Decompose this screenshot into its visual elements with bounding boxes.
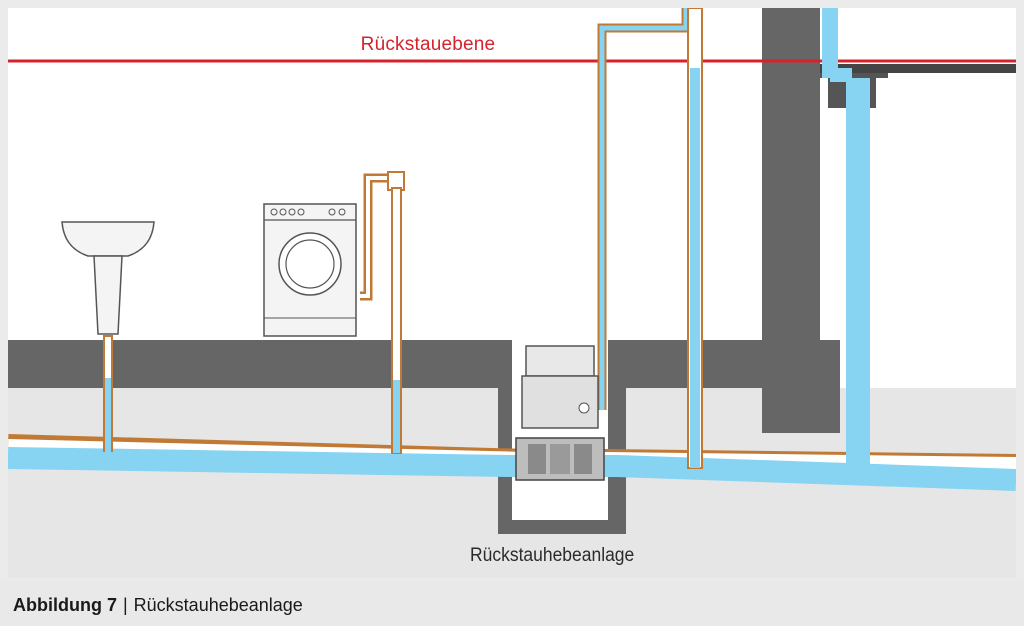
drainage-diagram: Rückstauebene Rückstauhebeanlage bbox=[8, 8, 1016, 578]
right-stack bbox=[846, 78, 870, 473]
caption-separator: | bbox=[122, 595, 128, 615]
lifting-system-label: Rückstauhebeanlage bbox=[470, 545, 635, 566]
washing-machine-icon bbox=[263, 203, 357, 337]
caption-bar: Abbildung 7|Rückstauhebeanlage bbox=[0, 580, 1024, 626]
pressure-pipe-water bbox=[599, 8, 689, 410]
figure-title: Rückstauhebeanlage bbox=[133, 595, 303, 615]
sink-icon bbox=[61, 221, 155, 335]
ceiling-slab bbox=[820, 64, 1016, 73]
downpipe-water bbox=[690, 68, 700, 468]
figure-caption: Abbildung 7|Rückstauhebeanlage bbox=[13, 595, 303, 616]
diagram-canvas bbox=[8, 8, 1016, 578]
lifting-station-icon bbox=[515, 345, 605, 481]
backflow-level-label: Rückstauebene bbox=[360, 34, 496, 55]
figure-number: Abbildung 7 bbox=[13, 595, 117, 615]
washer-standpipe-water bbox=[393, 380, 400, 453]
sink-drain-water bbox=[105, 378, 111, 453]
washer-hose-inner bbox=[360, 176, 398, 298]
upper-stack bbox=[822, 8, 838, 78]
